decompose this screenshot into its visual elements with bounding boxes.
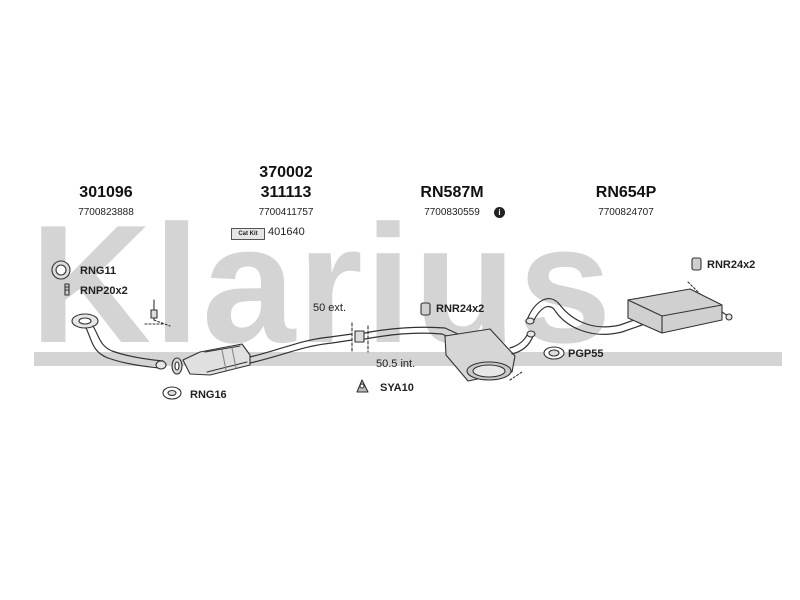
part-number-catalyst[interactable]: 311113 <box>260 184 312 201</box>
pipe-joint <box>351 322 369 353</box>
part-number-rear-silencer[interactable]: RN654P <box>595 184 657 201</box>
rubber-hanger-icon-right <box>687 257 702 295</box>
part-number-front-pipe[interactable]: 301096 <box>79 184 133 201</box>
ring-gasket-icon <box>51 260 71 280</box>
fitting-label-rng16[interactable]: RNG16 <box>190 389 227 401</box>
exhaust-strap-icon <box>356 379 369 393</box>
oem-number-front-pipe: 7700823888 <box>78 207 134 218</box>
part-number-middle-silencer[interactable]: RN587M <box>420 184 484 201</box>
dimension-label-ext: 50 ext. <box>313 302 347 314</box>
info-icon[interactable]: i <box>494 207 505 218</box>
oem-number-rear-silencer: 7700824707 <box>598 207 654 218</box>
cat-kit-badge: Cat Kit <box>231 228 265 240</box>
oem-number-middle-silencer: 7700830559 <box>424 207 480 218</box>
brand-watermark: Klarius <box>30 190 614 378</box>
fitting-label-pgp55[interactable]: PGP55 <box>568 348 604 360</box>
fitting-label-rng11[interactable]: RNG11 <box>80 265 117 277</box>
front-flange <box>71 313 99 329</box>
pipe-clamp-icon <box>509 346 565 381</box>
fitting-label-rnr24x2-mid[interactable]: RNR24x2 <box>436 303 485 315</box>
rubber-hanger-icon <box>420 302 431 316</box>
stud-icon <box>64 283 70 296</box>
fitting-label-rnp20x2[interactable]: RNP20x2 <box>80 285 128 297</box>
gasket-icon <box>162 386 182 400</box>
part-number-catalyst-kit[interactable]: 370002 <box>259 164 313 181</box>
fitting-label-rnr24x2-right[interactable]: RNR24x2 <box>707 259 756 271</box>
dimension-label-int: 50.5 int. <box>376 358 416 370</box>
fitting-label-sya10[interactable]: SYA10 <box>380 382 414 394</box>
cat-kit-number: 401640 <box>268 226 305 238</box>
rear-silencer <box>627 288 733 334</box>
middle-silencer <box>444 328 516 382</box>
oxygen-sensor-icon <box>144 299 171 327</box>
catalytic-converter <box>182 343 251 376</box>
oem-number-catalyst: 7700411757 <box>258 207 314 218</box>
